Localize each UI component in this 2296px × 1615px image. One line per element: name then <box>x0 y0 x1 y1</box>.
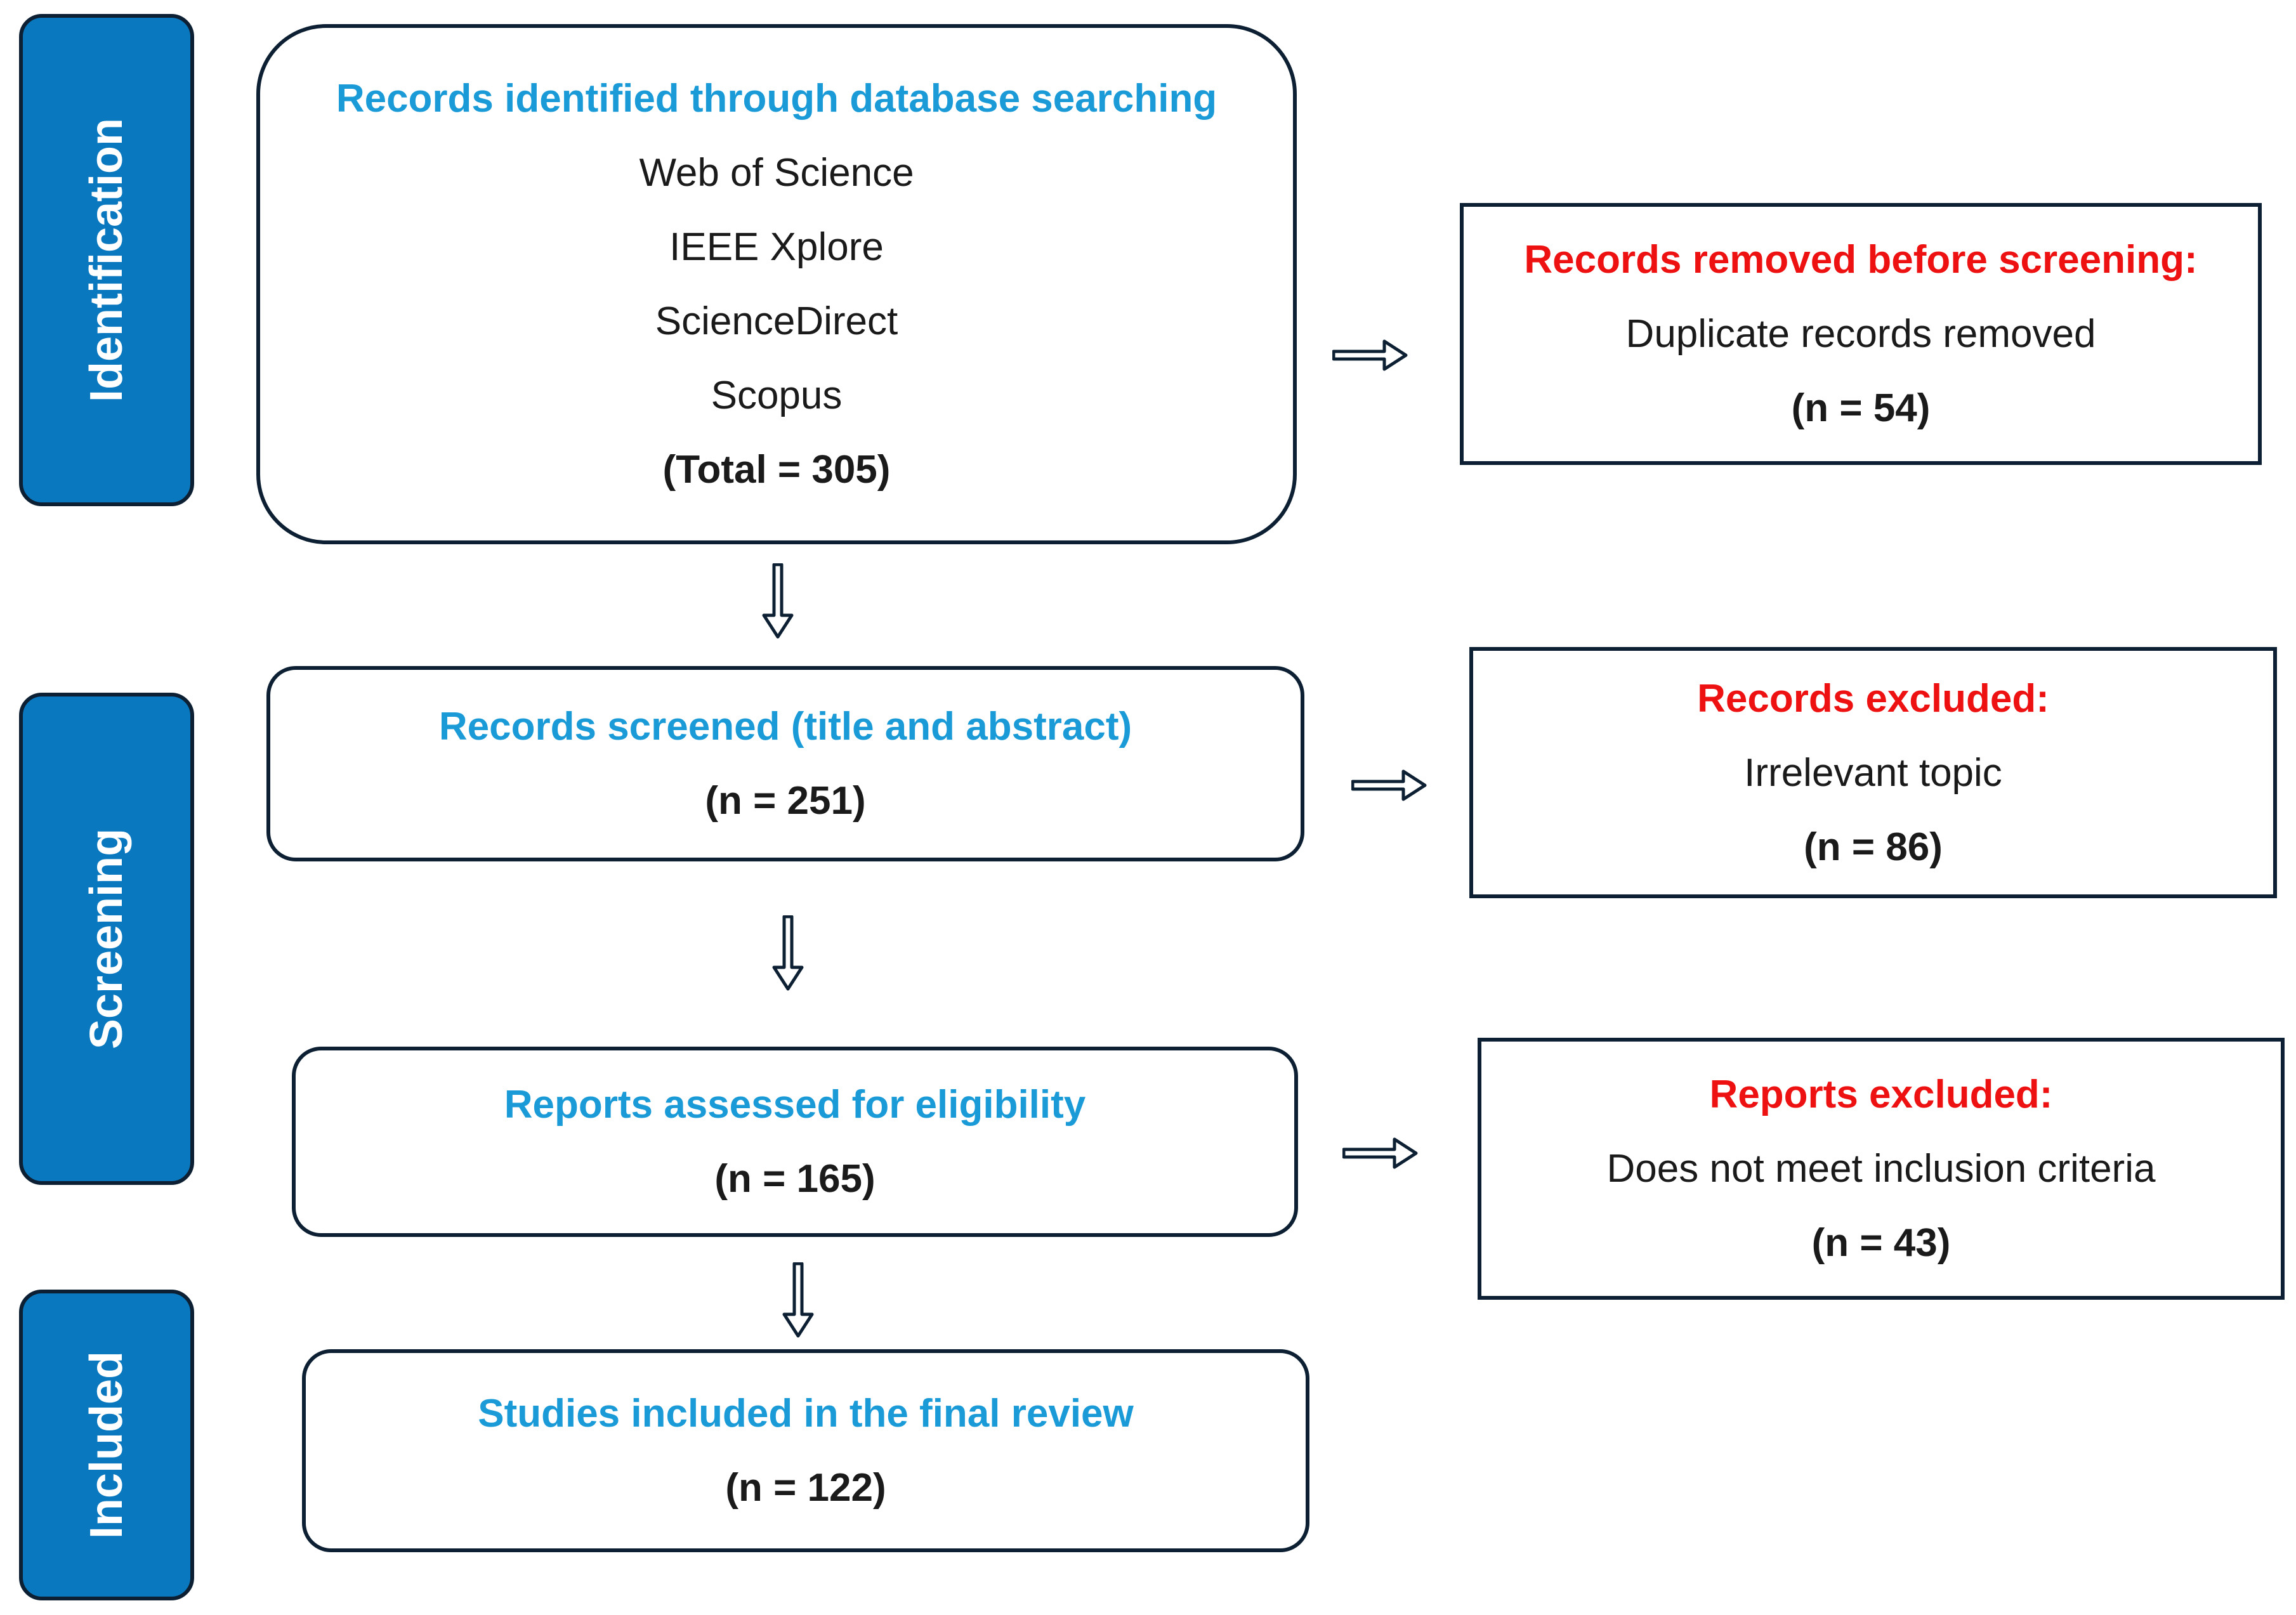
arrow-down-icon <box>762 563 794 639</box>
source-web-of-science: Web of Science <box>639 151 914 195</box>
reports-excluded-reason: Does not meet inclusion criteria <box>1606 1147 2156 1191</box>
excluded-box: Records excluded: Irrelevant topic (n = … <box>1469 647 2277 898</box>
included-box: Studies included in the final review (n … <box>302 1349 1309 1552</box>
screened-title: Records screened (title and abstract) <box>438 705 1132 749</box>
phase-screening: Screening <box>19 693 194 1185</box>
included-title: Studies included in the final review <box>478 1392 1134 1435</box>
screened-box: Records screened (title and abstract) (n… <box>266 666 1304 861</box>
phase-identification: Identification <box>19 14 194 506</box>
removed-title: Records removed before screening: <box>1524 238 2198 282</box>
screened-count: (n = 251) <box>705 779 866 823</box>
included-count: (n = 122) <box>725 1466 886 1510</box>
reports-excluded-box: Reports excluded: Does not meet inclusio… <box>1478 1038 2285 1300</box>
source-sciencedirect: ScienceDirect <box>655 299 898 343</box>
removed-count: (n = 54) <box>1791 386 1931 430</box>
arrow-down-icon <box>782 1262 814 1338</box>
reports-excluded-title: Reports excluded: <box>1709 1073 2053 1116</box>
arrow-right-icon <box>1332 339 1408 371</box>
identification-total: (Total = 305) <box>662 448 891 492</box>
reports-excluded-count: (n = 43) <box>1811 1221 1951 1265</box>
excluded-reason: Irrelevant topic <box>1744 750 2002 795</box>
removed-reason: Duplicate records removed <box>1625 312 2096 356</box>
phase-identification-label: Identification <box>81 118 132 402</box>
phase-screening-label: Screening <box>81 828 132 1050</box>
arrow-right-icon <box>1351 769 1427 801</box>
identification-box: Records identified through database sear… <box>256 24 1297 544</box>
eligibility-count: (n = 165) <box>714 1157 876 1201</box>
eligibility-box: Reports assessed for eligibility (n = 16… <box>292 1047 1298 1237</box>
excluded-count: (n = 86) <box>1804 825 1943 869</box>
phase-included-label: Included <box>81 1350 132 1540</box>
arrow-down-icon <box>772 915 804 991</box>
arrow-right-icon <box>1342 1137 1418 1169</box>
excluded-title: Records excluded: <box>1697 676 2049 721</box>
phase-included: Included <box>19 1290 194 1600</box>
identification-title: Records identified through database sear… <box>336 77 1217 121</box>
source-ieee-xplore: IEEE Xplore <box>669 225 884 269</box>
removed-box: Records removed before screening: Duplic… <box>1460 203 2262 465</box>
eligibility-title: Reports assessed for eligibility <box>504 1083 1086 1127</box>
source-scopus: Scopus <box>711 374 843 417</box>
